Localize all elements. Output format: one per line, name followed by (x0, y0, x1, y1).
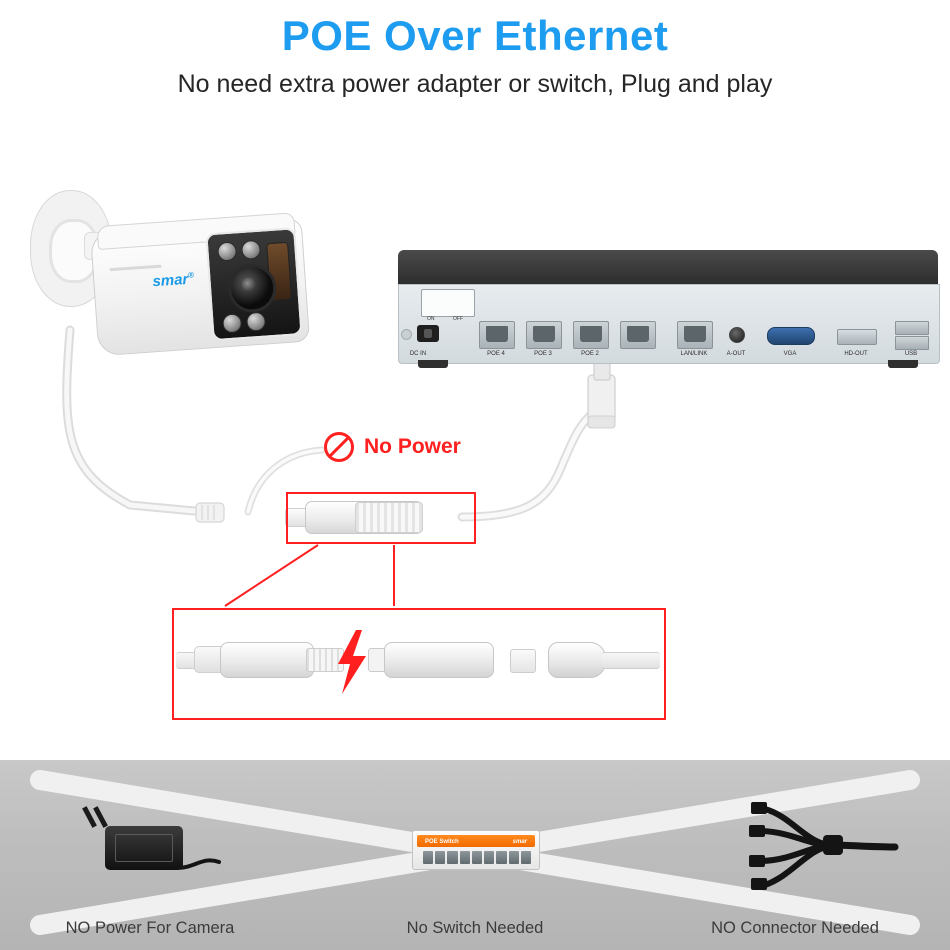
exploded-plug-body (220, 642, 314, 678)
nvr-rear-panel: ON OFF DC IN POE 4 POE 3 POE 2 LAN/LINK … (398, 284, 940, 364)
camera-body-line (109, 264, 162, 272)
nvr-illustration: ON OFF DC IN POE 4 POE 3 POE 2 LAN/LINK … (398, 250, 940, 385)
switch-port (484, 851, 495, 864)
nvr-usb-ports (895, 321, 929, 351)
connector-threads (355, 502, 423, 533)
camera-body: smar® (89, 212, 311, 357)
no-power-label: No Power (364, 435, 461, 458)
network-switch-icon: POE Switch smar (412, 830, 540, 870)
nvr-switch-on-label: ON (427, 316, 435, 322)
page-subtitle: No need extra power adapter or switch, P… (177, 70, 773, 98)
page-title: POE Over Ethernet (281, 12, 669, 59)
nvr-poe-port-1 (620, 321, 656, 349)
nvr-foot-right (888, 360, 918, 368)
not-needed-band: POE Switch smar (0, 760, 950, 950)
nvr-poe-port-4 (479, 321, 515, 349)
switch-faceplate: POE Switch smar (417, 835, 535, 847)
switch-brand-right: smar (512, 839, 527, 845)
nvr-foot-left (418, 360, 448, 368)
nvr-switch-off-label: OFF (453, 316, 463, 322)
prohibition-ring (324, 432, 354, 462)
switch-port (447, 851, 458, 864)
adapter-brick (105, 826, 183, 870)
camera-led-icon (221, 313, 243, 334)
exploded-view-box (172, 608, 666, 720)
exploded-connector-view (172, 608, 666, 720)
switch-port (471, 851, 483, 864)
exploded-plug-thread (306, 648, 344, 672)
nvr-poe-port-4-label: POE 4 (487, 351, 505, 357)
nvr-usb-label: USB (904, 351, 918, 357)
nvr-vga-port (767, 327, 815, 345)
camera-brand-text: smar (151, 270, 189, 291)
camera-led-icon (216, 241, 238, 262)
switch-port (423, 851, 434, 864)
nvr-lan-port-label: LAN/LINK (680, 351, 708, 357)
nvr-top-shell (398, 250, 938, 286)
switch-port (508, 851, 519, 864)
nvr-hdmi-label: HD-OUT (844, 351, 868, 357)
switch-port (496, 851, 507, 864)
nvr-audio-out-port (729, 327, 745, 343)
nvr-power-switch[interactable] (421, 289, 475, 317)
camera-brand-sup: ® (187, 270, 195, 280)
power-adapter-icon (75, 804, 221, 884)
switch-port-row (423, 851, 531, 864)
camera-brand-label: smar® (152, 270, 195, 290)
exploded-seal-ring (510, 649, 536, 673)
nvr-dc-in-label: DC IN (409, 351, 427, 357)
switch-port (459, 851, 470, 864)
bottom-label-no-switch: No Switch Needed (406, 919, 544, 937)
nvr-poe-port-3-label: POE 3 (534, 351, 552, 357)
exploded-cable-right (602, 652, 660, 669)
nvr-ground-screw (401, 329, 412, 340)
lightning-bolt-icon (338, 630, 366, 694)
nvr-usb-port-top (895, 321, 929, 335)
prohibition-icon (324, 432, 356, 464)
nvr-hdmi-port (837, 329, 877, 345)
connector-highlight-box (286, 492, 476, 544)
switch-port (520, 851, 531, 864)
nvr-poe-port-2-label: POE 2 (581, 351, 599, 357)
camera-led-icon (245, 311, 267, 332)
splitter-cable-icon (749, 802, 899, 890)
nvr-lan-port (677, 321, 713, 349)
nvr-vga-label: VGA (783, 351, 797, 357)
bottom-label-no-connector: NO Connector Needed (711, 919, 879, 937)
exploded-socket-body (384, 642, 494, 678)
nvr-audio-out-label: A-OUT (726, 351, 746, 357)
waterproof-connector (283, 497, 461, 537)
bottom-label-no-power: NO Power For Camera (65, 919, 235, 937)
nvr-poe-port-2 (573, 321, 609, 349)
adapter-cable (175, 858, 221, 870)
nvr-usb-port-bottom (895, 336, 929, 350)
switch-port (435, 851, 446, 864)
camera-illustration: smar® (22, 180, 352, 390)
nvr-poe-port-3 (526, 321, 562, 349)
switch-brand-left: POE Switch (425, 839, 459, 845)
camera-led-icon (240, 239, 262, 260)
camera-wall-mount (30, 190, 112, 307)
camera-front-panel (205, 227, 303, 342)
nvr-dc-in-port (417, 325, 439, 342)
exploded-end-cap (548, 642, 606, 678)
